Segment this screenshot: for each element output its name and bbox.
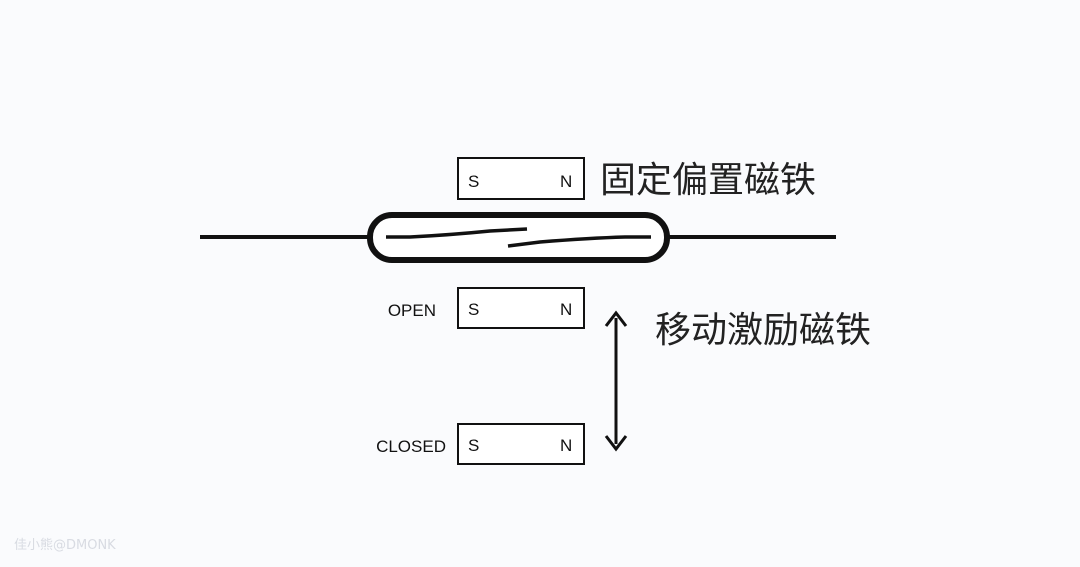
- double-arrow-icon: [604, 310, 628, 452]
- fixed-bias-magnet: S N: [457, 157, 585, 200]
- north-pole-label: N: [560, 436, 572, 455]
- south-pole-label: S: [468, 436, 479, 455]
- watermark: 佳小熊@DMONK: [14, 537, 116, 553]
- north-pole-label: N: [560, 300, 572, 319]
- open-label: OPEN: [388, 301, 436, 320]
- reed-switch: [200, 212, 836, 263]
- south-pole-label: S: [468, 172, 479, 191]
- moving-magnet-label: 移动激励磁铁: [655, 310, 871, 351]
- fixed-magnet-label: 固定偏置磁铁: [600, 160, 816, 201]
- south-pole-label: S: [468, 300, 479, 319]
- closed-position-magnet: CLOSED S N: [376, 423, 585, 465]
- north-pole-label: N: [560, 172, 572, 191]
- open-position-magnet: OPEN S N: [388, 287, 585, 329]
- closed-label: CLOSED: [376, 437, 446, 456]
